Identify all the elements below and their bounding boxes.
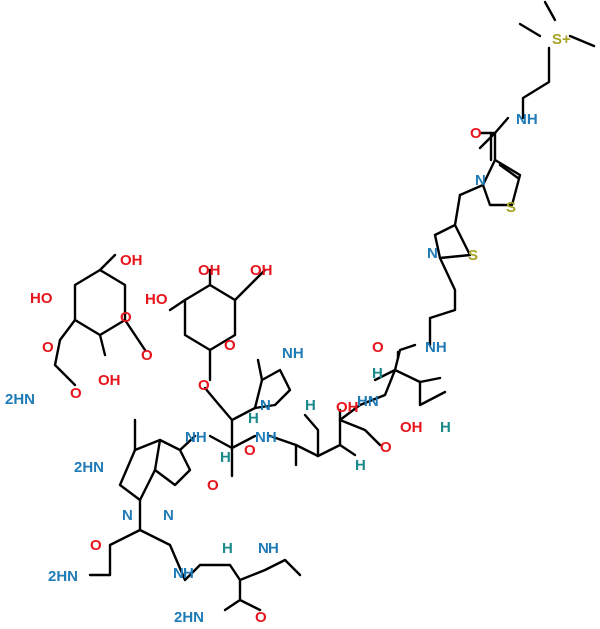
imidazole-beta-h: H xyxy=(248,410,259,427)
sugar2-link-o: O xyxy=(198,377,210,394)
threonine-carbonyl-o: O xyxy=(372,339,384,356)
bond-lines xyxy=(53,0,596,612)
glycosidic-o: O xyxy=(141,347,153,364)
valeryl-h-1: H xyxy=(305,397,316,414)
sugar1-carbamate-o: O xyxy=(42,339,54,356)
threonine-hn: HN xyxy=(357,393,379,410)
sugar1-ho: HO xyxy=(30,290,53,307)
valeryl-oh: OH xyxy=(336,399,359,416)
valeryl-h-2: H xyxy=(355,457,366,474)
histidine-alpha-h: H xyxy=(220,449,231,466)
threonine-oh: OH xyxy=(400,419,423,436)
valeryl-carbonyl-o: O xyxy=(380,439,392,456)
atom-labels: S+ NH O N S N S NH O H HN OH H H OH H O … xyxy=(5,31,571,626)
sulfonium-atom: S+ xyxy=(552,31,571,48)
carbonyl-o-top: O xyxy=(470,125,482,142)
linker-nh: NH xyxy=(425,339,447,356)
carbamate-carbonyl-o: O xyxy=(70,385,82,402)
threonine-alpha-h: H xyxy=(372,365,383,382)
carbamate-nh2: 2HN xyxy=(5,391,35,408)
terminal-nh2: 2HN xyxy=(174,609,204,626)
isopropyl-h: H xyxy=(268,540,279,557)
sugar1-ring-o: O xyxy=(120,309,132,326)
thiazole-n-2: N xyxy=(427,245,438,262)
sugar2-ho: HO xyxy=(145,291,168,308)
thiazole-s-2: S xyxy=(468,247,478,264)
histidine-carbonyl-o: O xyxy=(244,442,256,459)
isopropyl-n: N xyxy=(258,540,269,557)
sugar2-oh-top: OH xyxy=(198,262,221,279)
pyrimidine-n-right: N xyxy=(163,507,174,524)
imidazole-nh: NH xyxy=(282,345,304,362)
terminal-carbonyl-o: O xyxy=(255,609,267,626)
sugar1-bottom-oh: OH xyxy=(98,372,121,389)
amine-h: H xyxy=(183,565,194,582)
pyrimidine-nh2: 2HN xyxy=(74,459,104,476)
histidine-amide-nh: NH xyxy=(185,429,207,446)
asparagine-amide-o: O xyxy=(90,537,102,554)
sugar2-ch2-oh: OH xyxy=(250,262,273,279)
sugar1-ch2-oh: OH xyxy=(120,252,143,269)
asparagine-nh2: 2HN xyxy=(48,568,78,585)
imidazole-n: N xyxy=(260,397,271,414)
amine-n: N xyxy=(173,565,184,582)
sugar2-ring-o: O xyxy=(224,337,236,354)
valeryl-nh: NH xyxy=(255,429,277,446)
thiazole-s-1: S xyxy=(506,199,516,216)
alpha-h-bottom: H xyxy=(222,540,233,557)
pyrimidine-amide-o: O xyxy=(207,477,219,494)
amide-nh-top: NH xyxy=(516,111,538,128)
pyrimidine-n-left: N xyxy=(122,507,133,524)
thiazole-n-1: N xyxy=(475,172,486,189)
threonine-beta-h: H xyxy=(440,419,451,436)
